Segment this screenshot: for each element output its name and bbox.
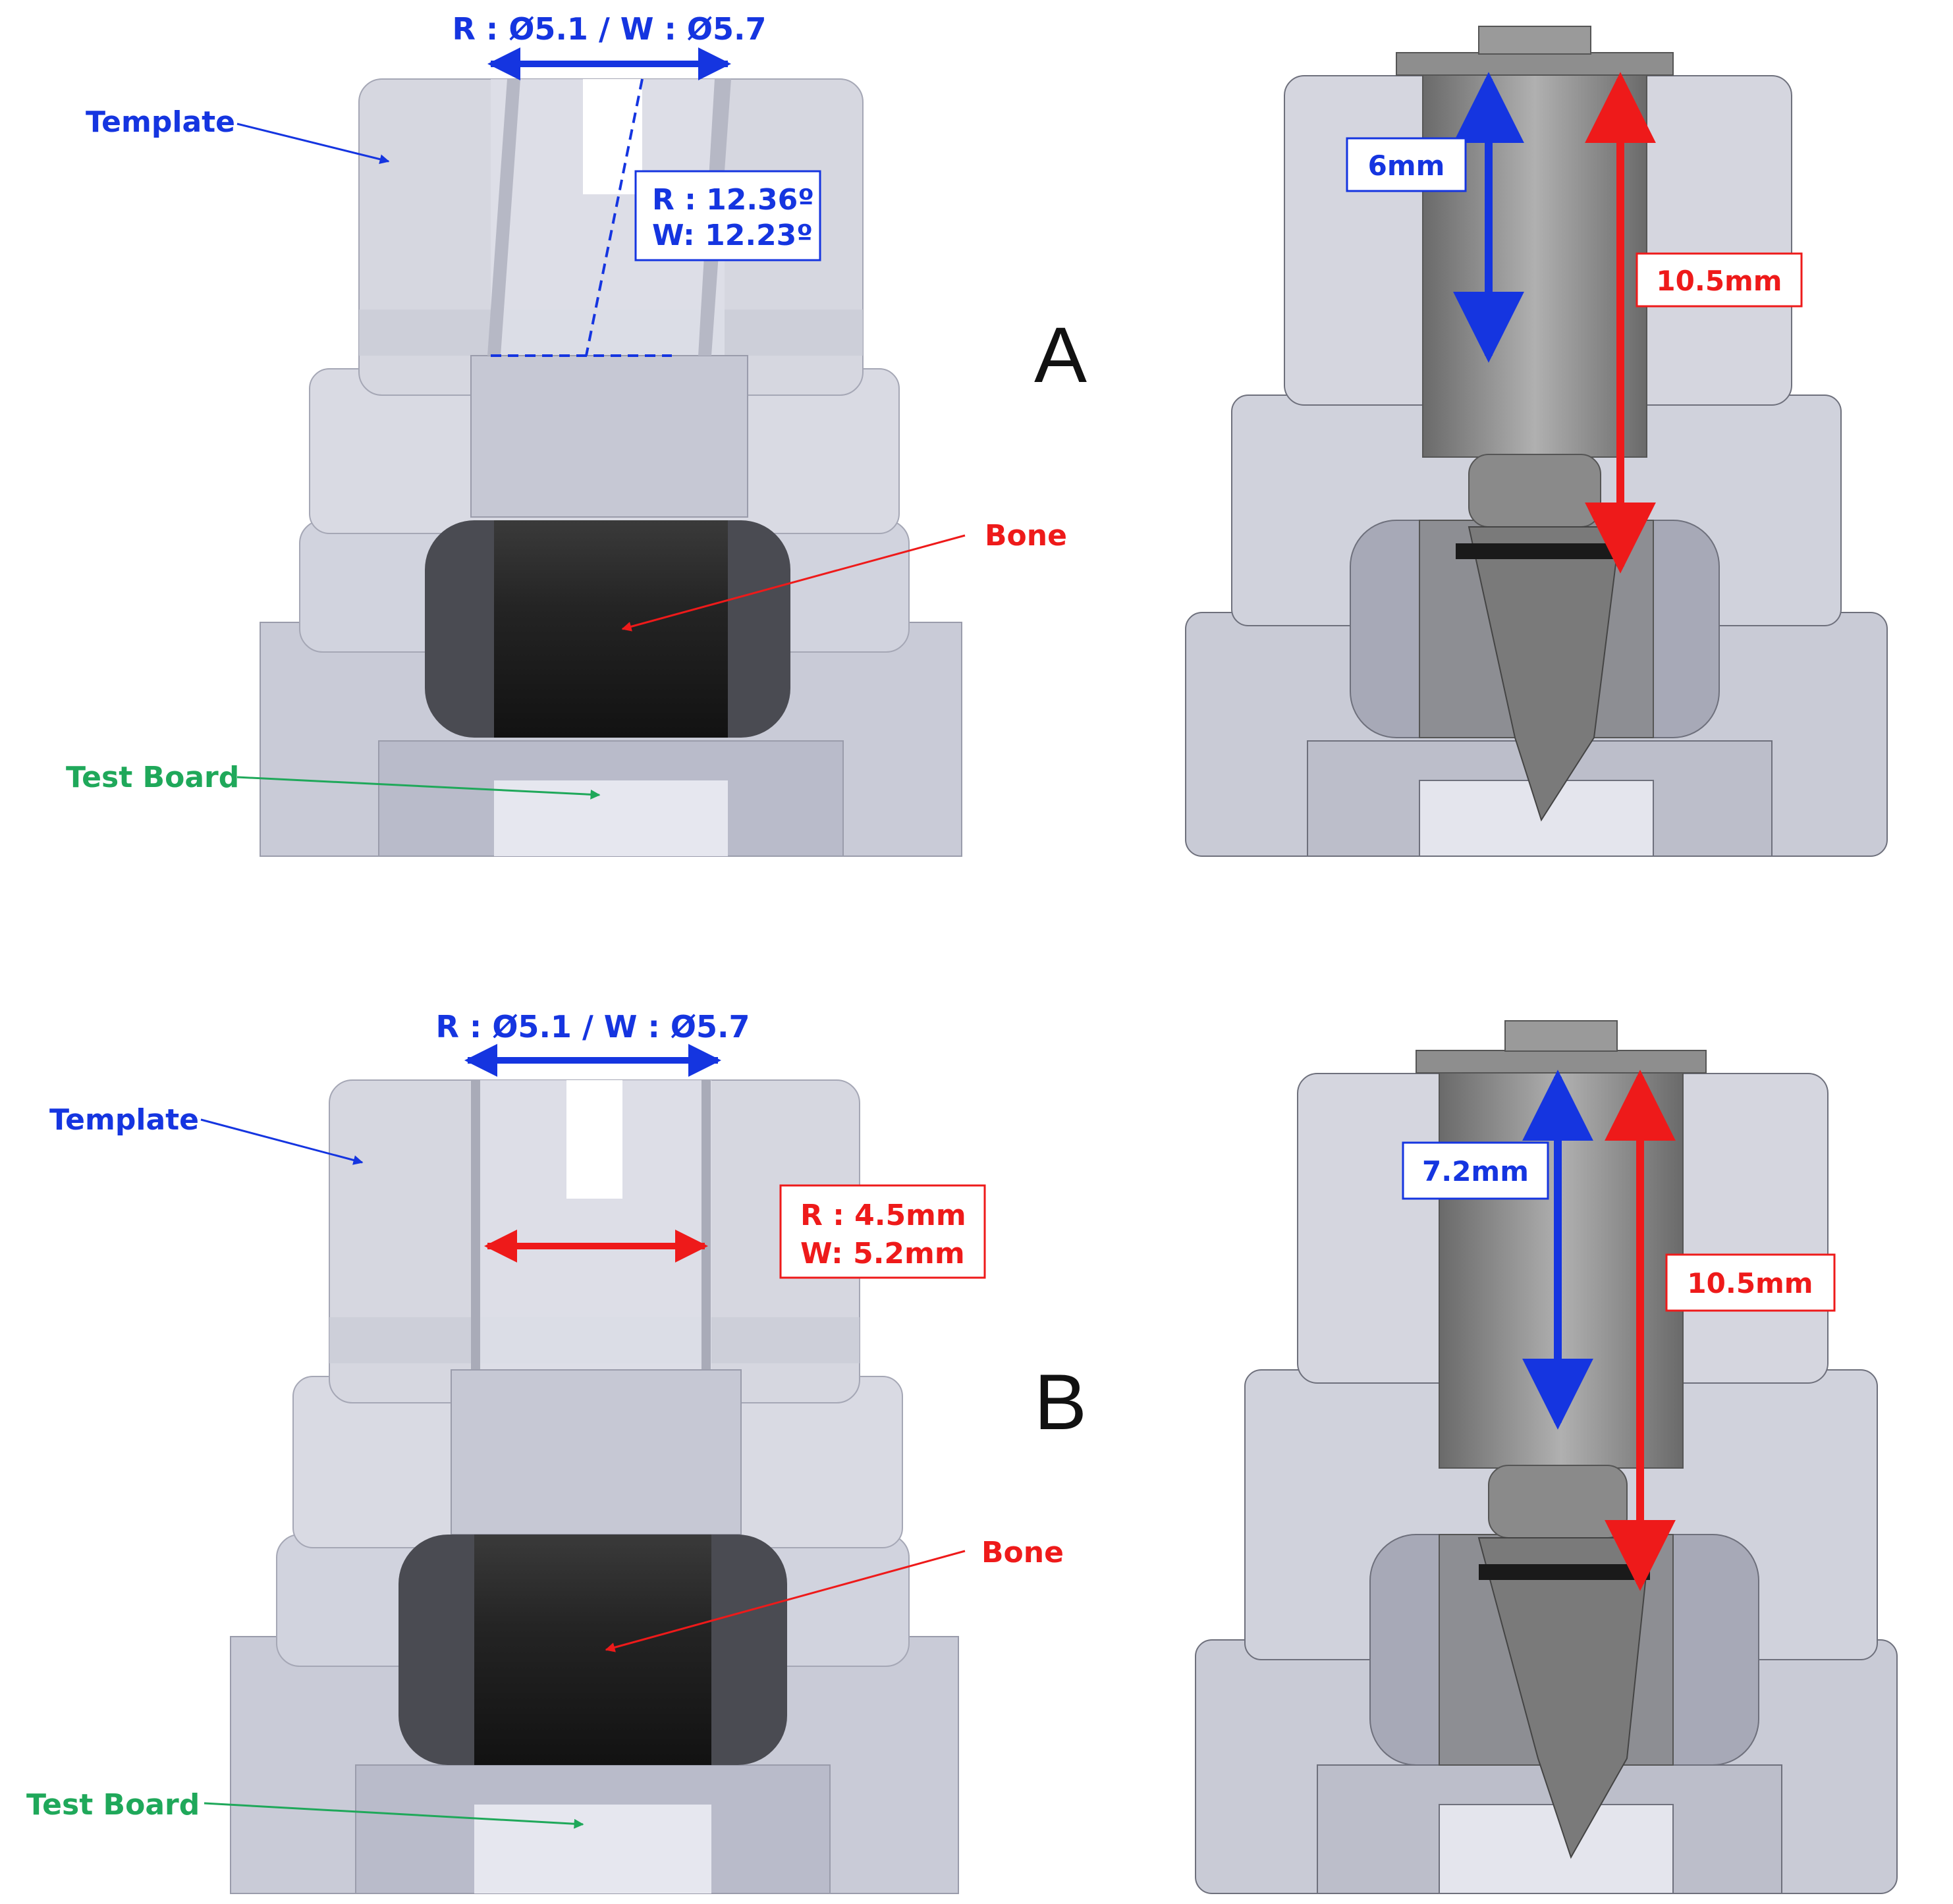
total-box	[1636, 252, 1803, 308]
panel-b-width-r: R : 4.5mm	[800, 1199, 966, 1232]
width-box	[779, 1184, 986, 1279]
angle-dashed-line	[585, 78, 644, 356]
panel-a-angle-w: W: 12.23º	[652, 219, 813, 252]
board-pointer	[204, 1802, 584, 1829]
bone-pointer	[605, 1550, 966, 1652]
panel-a-left-annotations	[236, 47, 966, 800]
template-pointer	[236, 122, 390, 165]
panel-a-depth-label: 6mm	[1368, 150, 1445, 182]
panel-b-left-annotations	[200, 1044, 986, 1829]
panel-a-right-model	[1185, 26, 1888, 857]
panel-b-letter: B	[1034, 1358, 1087, 1446]
panel-b-board-label: Test Board	[26, 1788, 200, 1822]
panel-a-right-annotations	[1346, 72, 1803, 574]
depth-box	[1346, 137, 1467, 192]
panel-b-total-label: 10.5mm	[1687, 1267, 1813, 1299]
panel-a-letter: A	[1034, 311, 1087, 399]
template-pointer	[200, 1118, 364, 1165]
panel-a-bone-label: Bone	[985, 519, 1067, 553]
bone-pointer	[621, 534, 966, 632]
panel-b-bone-label: Bone	[981, 1536, 1064, 1569]
panel-a-angle-r: R : 12.36º	[652, 183, 814, 217]
panel-a-left-model	[260, 78, 962, 857]
panel-b-width-w: W: 5.2mm	[800, 1237, 965, 1270]
panel-b-template-label: Template	[49, 1103, 199, 1137]
panel-b-left-model	[230, 1079, 959, 1894]
panel-b-depth-label: 7.2mm	[1422, 1155, 1529, 1187]
panel-b-diameter-label: R : Ø5.1 / W : Ø5.7	[435, 1009, 750, 1045]
panel-a-board-label: Test Board	[66, 761, 239, 794]
angle-box	[634, 170, 821, 261]
panel-a-diameter-label: R : Ø5.1 / W : Ø5.7	[452, 11, 766, 47]
depth-box	[1402, 1141, 1549, 1200]
total-box	[1665, 1253, 1836, 1312]
board-pointer	[236, 776, 601, 800]
panel-a-template-label: Template	[86, 105, 235, 139]
panel-b-right-annotations	[1402, 1070, 1836, 1591]
panel-a-total-label: 10.5mm	[1656, 265, 1782, 297]
